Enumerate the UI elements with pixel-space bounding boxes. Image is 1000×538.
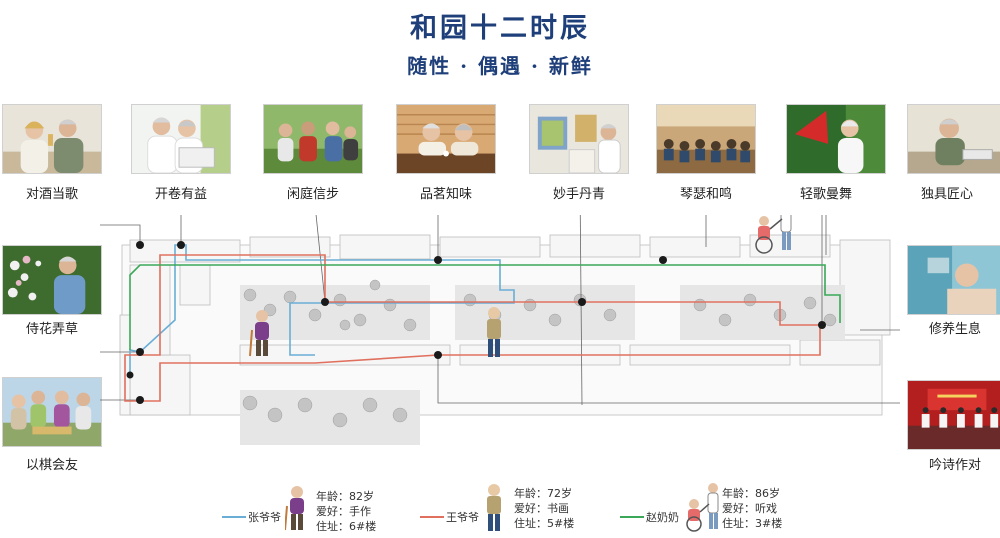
- label-poetry: 吟诗作对: [928, 458, 981, 473]
- site-plan: [100, 215, 900, 445]
- label-craft: 独具匠心: [920, 187, 973, 202]
- grandma-wheelchair-icon: [755, 215, 792, 254]
- old-man-with-cane-icon: [249, 310, 269, 357]
- photo-poetry: [907, 380, 1000, 450]
- label-paint: 妙手丹青: [552, 187, 605, 202]
- grandma-wheelchair-icon: [686, 483, 719, 532]
- photo-tea: [396, 104, 496, 174]
- legend-age: 年龄：82岁: [316, 490, 374, 503]
- page-title: 和园十二时辰: [410, 13, 590, 44]
- legend-line-wang: [420, 516, 444, 518]
- photo-craft: [907, 104, 1000, 174]
- photo-dance: [786, 104, 886, 174]
- label-walk: 闲庭信步: [286, 187, 339, 202]
- label-music: 琴瑟和鸣: [679, 187, 732, 202]
- label-drink: 对酒当歌: [25, 187, 78, 202]
- label-garden: 侍花弄草: [25, 322, 78, 337]
- old-man-standing-icon: [487, 484, 501, 531]
- legend-name-zhang: 张爷爷: [248, 511, 281, 524]
- photo-music: [656, 104, 756, 174]
- legend-info-zhao: 年龄：86岁 爱好：听戏 住址：3#楼: [722, 486, 782, 531]
- legend-hobby: 爱好：手作: [316, 505, 371, 518]
- legend-hobby: 爱好：听戏: [722, 502, 777, 515]
- label-dance: 轻歌曼舞: [799, 187, 852, 202]
- old-man-standing-icon: [487, 307, 501, 357]
- legend-address: 住址：6#楼: [316, 520, 377, 533]
- old-man-with-cane-icon: [285, 486, 304, 531]
- label-tea: 品茗知味: [419, 187, 472, 202]
- photo-paint: [529, 104, 629, 174]
- legend-name-zhao: 赵奶奶: [646, 511, 679, 524]
- legend-info-zhang: 年龄：82岁 爱好：手作 住址：6#楼: [316, 489, 376, 534]
- photo-chess: [2, 377, 102, 447]
- legend-address: 住址：5#楼: [514, 517, 575, 530]
- legend-name-wang: 王爷爷: [446, 511, 479, 524]
- page-subtitle: 随性 · 偶遇 · 新鲜: [407, 54, 593, 78]
- route-zhao: [129, 264, 841, 350]
- legend-address: 住址：3#楼: [722, 517, 783, 530]
- legend-age: 年龄：86岁: [722, 487, 780, 500]
- label-chess: 以棋会友: [25, 458, 78, 473]
- legend-info-wang: 年龄：72岁 爱好：书画 住址：5#楼: [514, 486, 574, 531]
- trees: [242, 279, 837, 428]
- photo-walk: [263, 104, 363, 174]
- legend-line-zhao: [620, 516, 644, 518]
- photo-garden: [2, 245, 102, 315]
- route-stops: [126, 241, 826, 404]
- legend-hobby: 爱好：书画: [514, 502, 569, 515]
- label-health: 修养生息: [928, 322, 981, 337]
- label-read: 开卷有益: [154, 187, 207, 202]
- photo-drink: [2, 104, 102, 174]
- legend-age: 年龄：72岁: [514, 487, 572, 500]
- photo-read: [131, 104, 231, 174]
- legend-line-zhang: [222, 516, 246, 518]
- photo-health: [907, 245, 1000, 315]
